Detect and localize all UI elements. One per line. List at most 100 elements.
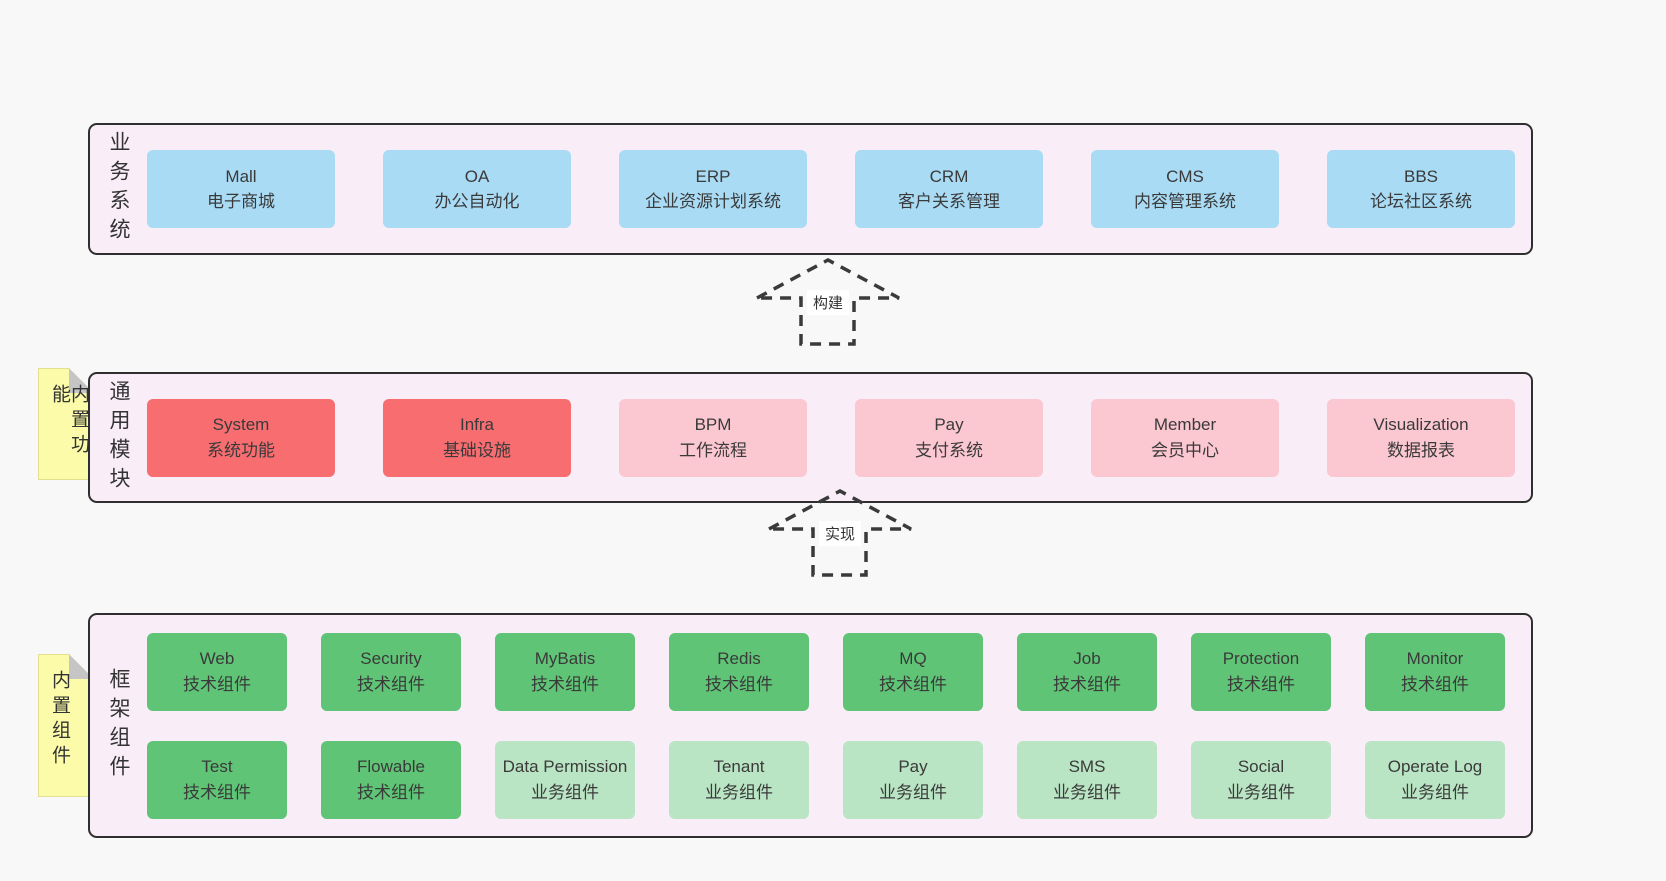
dashed-up-arrow-icon	[756, 258, 900, 346]
arrow-label: 实现	[818, 521, 862, 546]
box-subtitle: 业务组件	[531, 782, 599, 802]
box-title: Pay	[898, 757, 928, 776]
box-job: Job 技术组件	[1017, 632, 1157, 711]
box-bbs: BBS 论坛社区系统	[1327, 150, 1515, 228]
box-cms: CMS 内容管理系统	[1091, 150, 1279, 228]
box-subtitle: 内容管理系统	[1134, 192, 1236, 211]
box-sms: SMS 业务组件	[1017, 740, 1157, 819]
box-test: Test 技术组件	[147, 740, 287, 819]
box-title: Member	[1153, 415, 1217, 434]
layer-side-label: 业务系统	[90, 125, 147, 253]
box-subtitle: 基础设施	[443, 440, 511, 460]
dashed-up-arrow-icon	[768, 489, 912, 577]
arrow-build: 构建	[750, 256, 906, 348]
sticky-note-builtin-components: 内置组件	[38, 654, 94, 797]
box-subtitle: 技术组件	[1401, 674, 1469, 694]
box-subtitle: 业务组件	[1227, 782, 1295, 802]
box-data-permission: Data Permission 业务组件	[495, 740, 635, 819]
box-redis: Redis 技术组件	[669, 632, 809, 711]
box-pay: Pay 支付系统	[855, 398, 1043, 477]
box-subtitle: 业务组件	[705, 782, 773, 802]
layer-side-label: 通用模块	[90, 374, 147, 501]
box-subtitle: 技术组件	[357, 674, 425, 694]
arrow-implement: 实现	[762, 487, 918, 579]
box-subtitle: 业务组件	[1053, 782, 1121, 802]
box-pay: Pay 业务组件	[843, 740, 983, 819]
box-title: OA	[464, 166, 490, 186]
box-title: MQ	[899, 649, 927, 668]
box-mall: Mall 电子商城	[147, 150, 335, 228]
box-title: ERP	[695, 166, 731, 186]
box-subtitle: 技术组件	[705, 674, 773, 694]
box-title: Test	[201, 757, 233, 776]
box-title: Pay	[934, 415, 964, 434]
box-mybatis: MyBatis 技术组件	[495, 632, 635, 711]
box-title: Data Permission	[502, 757, 628, 776]
box-infra: Infra 基础设施	[383, 398, 571, 477]
box-title: Protection	[1222, 649, 1300, 668]
box-title: Job	[1073, 649, 1101, 668]
box-flowable: Flowable 技术组件	[321, 740, 461, 819]
box-protection: Protection 技术组件	[1191, 632, 1331, 711]
box-member: Member 会员中心	[1091, 398, 1279, 477]
box-subtitle: 技术组件	[1227, 674, 1295, 694]
arrow-label: 构建	[806, 290, 850, 315]
box-security: Security 技术组件	[321, 632, 461, 711]
box-visualization: Visualization 数据报表	[1327, 398, 1515, 477]
box-title: Infra	[459, 415, 495, 434]
box-title: Social	[1237, 757, 1285, 776]
sticky-note-label: 内置功能	[49, 384, 89, 459]
box-subtitle: 技术组件	[531, 674, 599, 694]
box-subtitle: 办公自动化	[434, 192, 520, 211]
box-subtitle: 客户关系管理	[898, 192, 1000, 211]
box-title: Tenant	[713, 757, 765, 776]
box-subtitle: 技术组件	[1053, 674, 1121, 694]
layer-side-label-text: 通用模块	[107, 379, 130, 496]
box-title: Mall	[225, 166, 257, 186]
box-title: BBS	[1403, 166, 1439, 186]
box-social: Social 业务组件	[1191, 740, 1331, 819]
box-title: Visualization	[1373, 415, 1469, 434]
box-title: Flowable	[356, 757, 426, 776]
box-subtitle: 数据报表	[1387, 440, 1455, 460]
box-oa: OA 办公自动化	[383, 150, 571, 228]
box-subtitle: 电子商城	[207, 192, 275, 211]
box-subtitle: 会员中心	[1151, 440, 1219, 460]
box-title: SMS	[1068, 757, 1106, 776]
box-subtitle: 技术组件	[183, 782, 251, 802]
box-subtitle: 系统功能	[207, 440, 275, 460]
box-subtitle: 技术组件	[357, 782, 425, 802]
box-subtitle: 技术组件	[183, 674, 251, 694]
box-title: Security	[360, 649, 422, 668]
box-subtitle: 支付系统	[915, 440, 983, 460]
layer-side-label-text: 框架组件	[107, 667, 130, 784]
box-title: CMS	[1166, 166, 1204, 186]
box-subtitle: 论坛社区系统	[1370, 192, 1472, 211]
box-subtitle: 业务组件	[1401, 782, 1469, 802]
box-title: MyBatis	[534, 649, 596, 668]
box-title: Redis	[717, 649, 761, 668]
layer-side-label: 框架组件	[90, 615, 147, 836]
sticky-note-label: 内置组件	[49, 670, 70, 770]
box-crm: CRM 客户关系管理	[855, 150, 1043, 228]
box-title: BPM	[694, 415, 732, 434]
box-subtitle: 业务组件	[879, 782, 947, 802]
box-tenant: Tenant 业务组件	[669, 740, 809, 819]
box-title: CRM	[929, 166, 969, 186]
